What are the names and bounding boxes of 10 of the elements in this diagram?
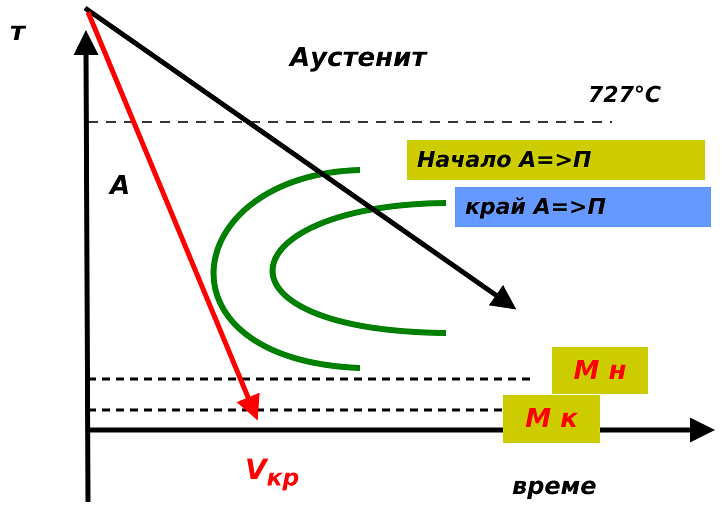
region-label: А xyxy=(110,172,130,201)
transformation-end-label: край А=>П xyxy=(455,187,711,227)
temperature-label: 727°С xyxy=(588,84,662,108)
axis-label: време xyxy=(512,473,597,500)
critical-rate-label: V$_{кр}$ xyxy=(245,455,300,492)
martensite-finish-label: М к xyxy=(503,395,600,443)
axis-label: т xyxy=(10,18,26,47)
transformation-start-label: Начало А=>П xyxy=(407,140,705,180)
martensite-start-label: М н xyxy=(552,347,648,394)
region-label: Аустенит xyxy=(290,44,426,73)
